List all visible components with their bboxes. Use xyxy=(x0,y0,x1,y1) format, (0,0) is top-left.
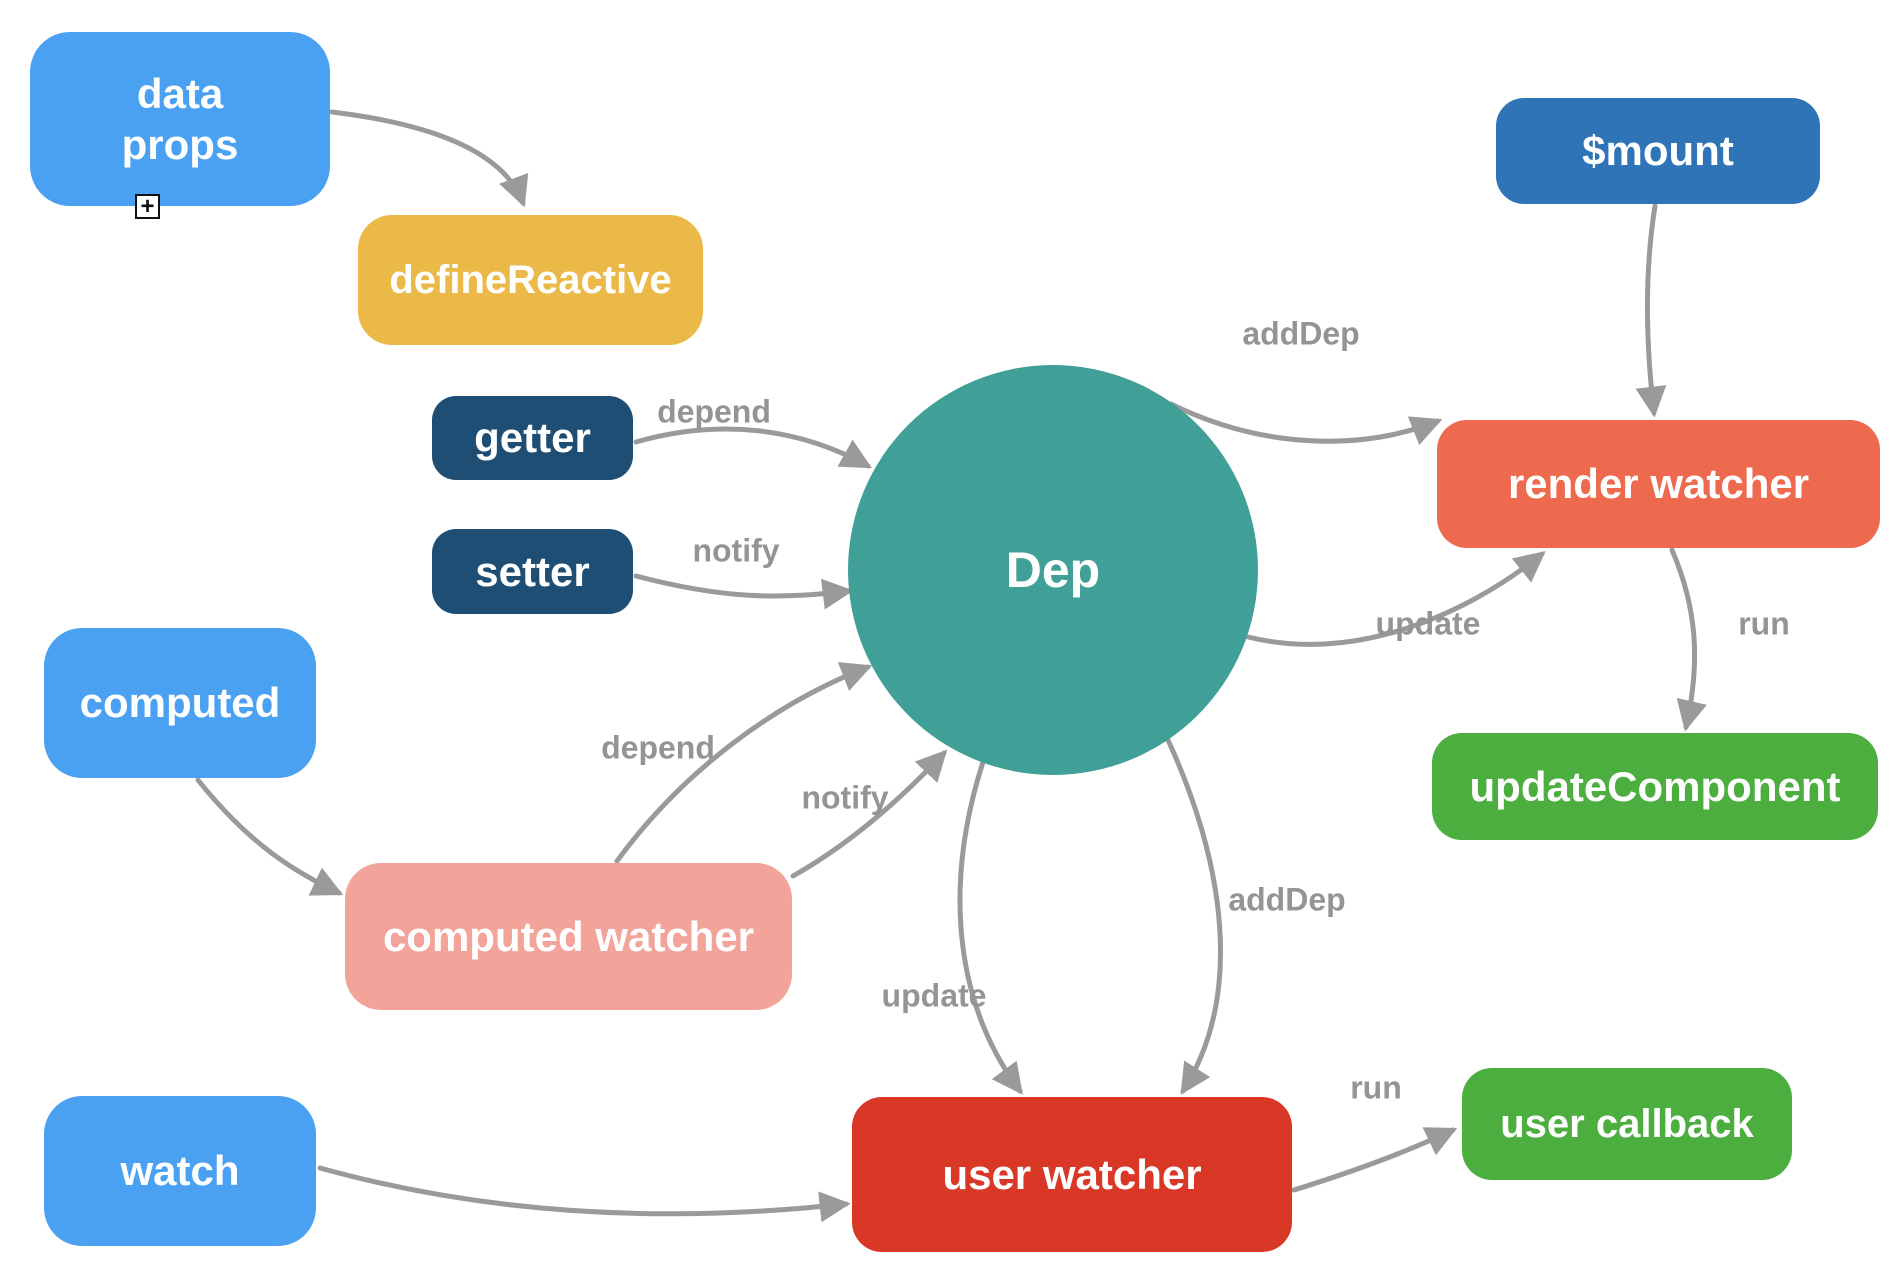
arrow-watch-to-userwatcher xyxy=(317,1165,851,1223)
arrow-dep-to-userwatcher-adddep xyxy=(1165,737,1223,1095)
arrow-mount-to-renderwatcher xyxy=(1635,203,1667,418)
edge-label-update-userwatcher: update xyxy=(881,977,987,1014)
node-define-reactive[interactable]: defineReactive xyxy=(358,215,703,345)
edge-label-notify-setter: notify xyxy=(692,532,780,569)
expand-icon[interactable]: + xyxy=(135,194,160,219)
arrow-renderwatcher-to-updatecomponent xyxy=(1669,547,1707,732)
edge-label-run-updatecomponent: run xyxy=(1738,605,1790,642)
node-computed[interactable]: computed xyxy=(44,628,316,778)
arrow-dep-to-renderwatcher-update xyxy=(1245,551,1546,647)
edge-label-update-render: update xyxy=(1375,605,1481,642)
arrow-userwatcher-to-usercallback xyxy=(1291,1127,1458,1193)
node-data-props[interactable]: data props xyxy=(30,32,330,206)
node-user-callback[interactable]: user callback xyxy=(1462,1068,1792,1180)
node-render-watcher[interactable]: render watcher xyxy=(1437,420,1880,548)
node-data-props-line2: props xyxy=(121,121,239,168)
node-watch[interactable]: watch xyxy=(44,1096,316,1246)
node-dep[interactable]: Dep xyxy=(848,365,1258,775)
node-mount[interactable]: $mount xyxy=(1496,98,1820,204)
edge-label-adddep-userwatcher: addDep xyxy=(1228,881,1346,918)
edge-label-run-usercallback: run xyxy=(1350,1069,1402,1106)
arrow-computedwatcher-to-dep-notify xyxy=(790,749,948,879)
arrow-computed-to-computedwatcher xyxy=(195,777,344,896)
node-setter[interactable]: setter xyxy=(432,529,633,614)
node-getter[interactable]: getter xyxy=(432,396,633,480)
node-computed-watcher[interactable]: computed watcher xyxy=(345,863,792,1010)
arrow-computedwatcher-to-dep-depend xyxy=(614,662,873,864)
edge-label-notify-computedwatcher: notify xyxy=(801,779,889,816)
edge-label-depend-getter: depend xyxy=(657,393,771,430)
arrow-setter-to-dep xyxy=(633,573,854,610)
node-update-component[interactable]: updateComponent xyxy=(1432,733,1878,840)
edge-label-depend-computedwatcher: depend xyxy=(601,729,715,766)
arrow-dep-to-renderwatcher-adddep xyxy=(1168,401,1443,446)
arrow-getter-to-dep xyxy=(633,426,873,469)
edge-label-adddep-render: addDep xyxy=(1242,315,1360,352)
arrow-dataprops-to-definereactive xyxy=(329,109,529,208)
arrow-dep-to-userwatcher-update xyxy=(957,759,1023,1095)
node-data-props-line1: data xyxy=(136,69,224,117)
node-user-watcher[interactable]: user watcher xyxy=(852,1097,1292,1252)
